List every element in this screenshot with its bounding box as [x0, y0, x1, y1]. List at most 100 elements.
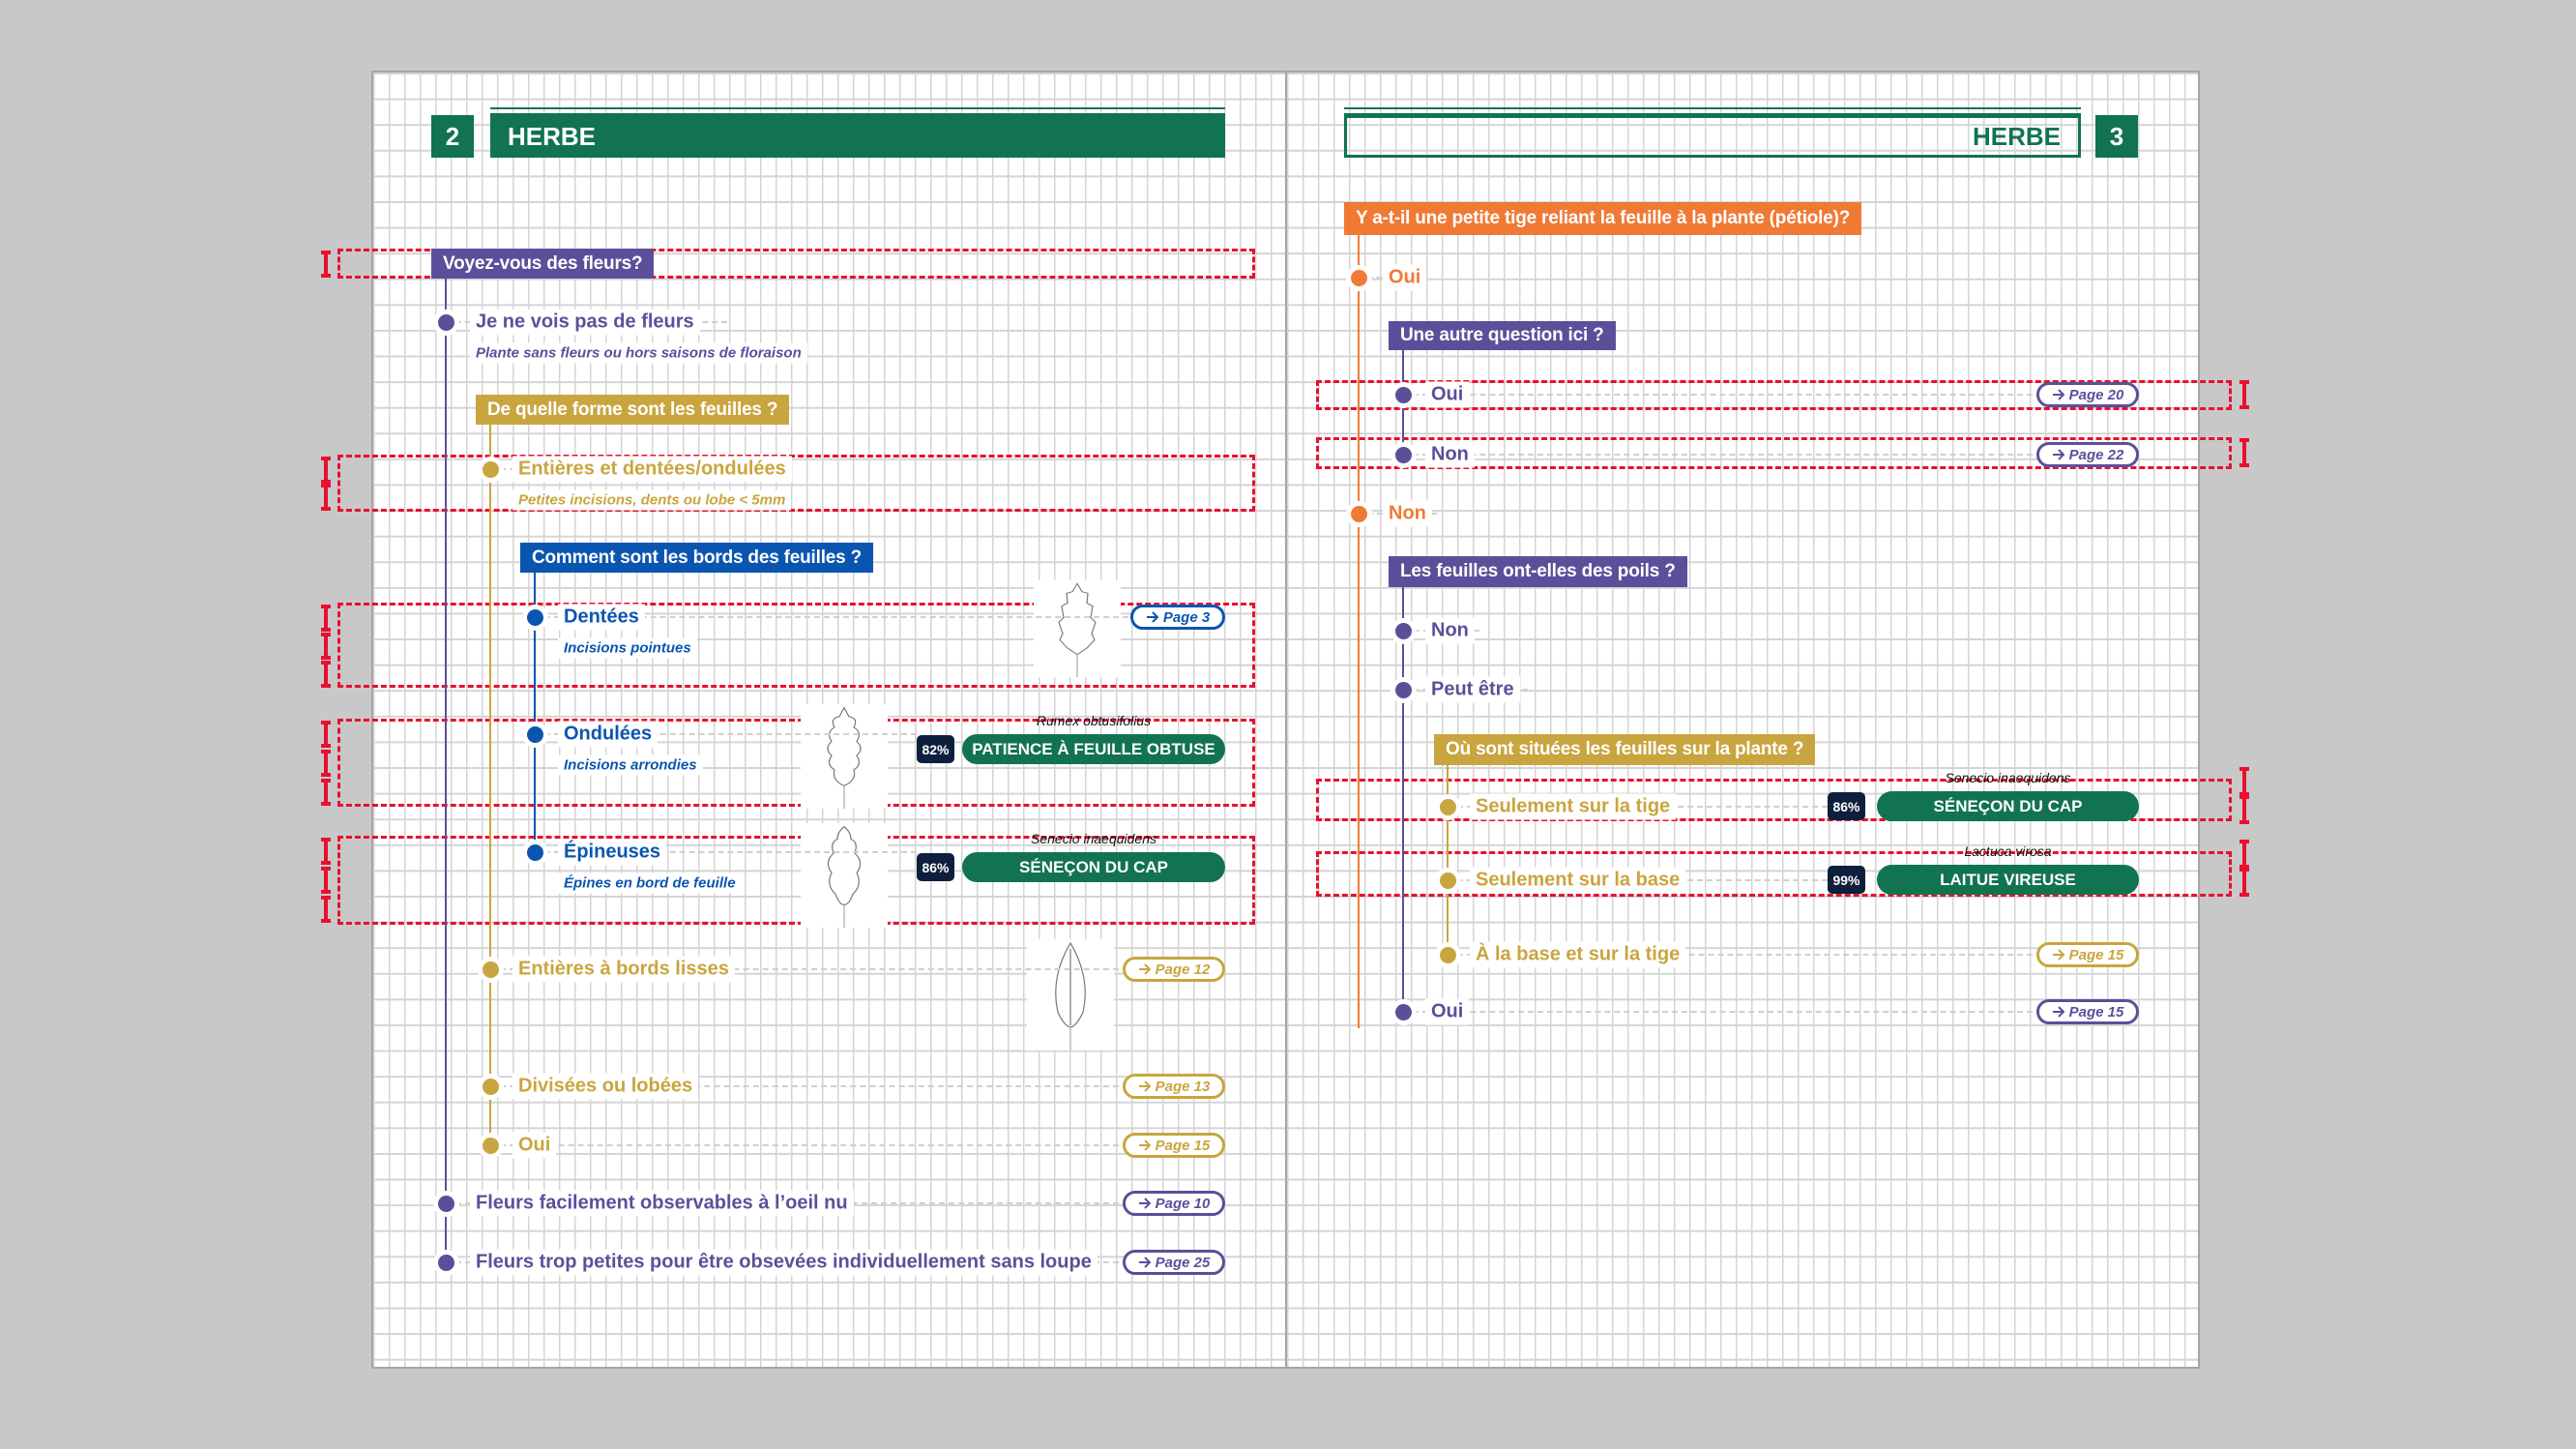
tree-connector-line	[445, 279, 447, 1262]
dashed-leader-line	[490, 1144, 1128, 1146]
confidence-badge: 99%	[1828, 866, 1865, 894]
option-label[interactable]: À la base et sur la tige	[1470, 941, 1686, 968]
option-label[interactable]: Entières à bords lisses	[512, 956, 735, 983]
question-label: De quelle forme sont les feuilles ?	[476, 395, 790, 425]
page-link-button[interactable]: Page 15	[2036, 942, 2139, 967]
arrow-right-icon	[1138, 1198, 1152, 1209]
arrow-right-icon	[1138, 963, 1152, 975]
option-bullet-icon	[527, 726, 543, 743]
page-link-label: Page 15	[2068, 1003, 2124, 1020]
option-bullet-icon	[1351, 270, 1367, 286]
option-bullet-icon	[483, 1138, 499, 1154]
header-rule	[1344, 107, 2081, 115]
leaf-illustration-icon	[801, 704, 888, 809]
option-label[interactable]: Non	[1425, 617, 1475, 644]
page-link-button[interactable]: Page 15	[2036, 999, 2139, 1024]
option-label[interactable]: Oui	[1383, 264, 1427, 291]
option-label[interactable]: Oui	[512, 1132, 557, 1159]
species-latin-name: Senecio inaequidens	[1031, 831, 1156, 846]
page-link-button[interactable]: Page 10	[1123, 1191, 1225, 1216]
option-label[interactable]: Non	[1425, 441, 1475, 468]
option-label[interactable]: Fleurs facilement observables à l’oeil n…	[470, 1190, 854, 1217]
selection-marker-icon	[2239, 795, 2249, 824]
option-bullet-icon	[1395, 682, 1412, 698]
selection-marker-icon	[2239, 868, 2249, 897]
option-bullet-icon	[438, 1196, 454, 1212]
dashed-leader-line	[1403, 394, 2042, 396]
arrow-right-icon	[2052, 949, 2065, 961]
question-label: Où sont situées les feuilles sur la plan…	[1434, 734, 1816, 765]
page-link-label: Page 3	[1162, 608, 1211, 626]
question-label: Les feuilles ont-elles des poils ?	[1389, 556, 1687, 587]
species-result-button[interactable]: SÉNEÇON DU CAP	[962, 852, 1225, 882]
page-link-label: Page 15	[2068, 946, 2124, 963]
option-bullet-icon	[527, 609, 543, 626]
option-bullet-icon	[527, 844, 543, 861]
tree-connector-line	[1402, 587, 1404, 1012]
question-label: Y a-t-il une petite tige reliant la feui…	[1344, 202, 1862, 235]
dashed-leader-line	[1403, 454, 2042, 456]
highlight-box	[337, 603, 1255, 688]
option-bullet-icon	[1440, 872, 1456, 889]
question-label: Comment sont les bords des feuilles ?	[520, 543, 874, 573]
question-label: Voyez-vous des fleurs?	[431, 249, 655, 279]
page-link-label: Page 10	[1155, 1195, 1211, 1212]
confidence-badge: 82%	[917, 735, 954, 763]
leaf-illustration-icon	[801, 823, 888, 928]
dashed-leader-line	[535, 616, 1128, 618]
highlight-box	[1316, 437, 2232, 469]
page-link-button[interactable]: Page 25	[1123, 1250, 1225, 1275]
selection-marker-icon	[321, 251, 331, 278]
page-link-label: Page 15	[1155, 1137, 1211, 1154]
option-label[interactable]: Je ne vois pas de fleurs	[470, 309, 700, 336]
arrow-right-icon	[2052, 449, 2065, 460]
highlight-box	[1316, 380, 2232, 410]
species-latin-name: Rumex obtusifolius	[1036, 713, 1152, 728]
page-link-button[interactable]: Page 20	[2036, 382, 2139, 407]
page-link-button[interactable]: Page 3	[1130, 605, 1225, 630]
tree-connector-line	[1447, 765, 1449, 955]
option-label[interactable]: Non	[1383, 500, 1432, 527]
page-link-label: Page 20	[2068, 386, 2124, 403]
species-result-button[interactable]: SÉNEÇON DU CAP	[1877, 791, 2139, 821]
dashed-leader-line	[535, 851, 917, 853]
option-label[interactable]: Divisées ou lobées	[512, 1073, 699, 1100]
option-hint: Épines en bord de feuille	[558, 872, 742, 894]
option-bullet-icon	[1395, 447, 1412, 463]
option-hint: Incisions pointues	[558, 637, 697, 659]
selection-marker-icon	[321, 457, 331, 484]
dashed-leader-line	[490, 1085, 1128, 1087]
section-title: HERBE	[490, 115, 1225, 158]
dashed-leader-line	[1403, 1011, 2042, 1013]
page-link-button[interactable]: Page 22	[2036, 442, 2139, 467]
page-link-label: Page 25	[1155, 1254, 1211, 1271]
highlight-box	[337, 836, 1255, 925]
option-label[interactable]: Seulement sur la tige	[1470, 793, 1677, 820]
option-hint: Petites incisions, dents ou lobe < 5mm	[512, 489, 792, 511]
highlight-box	[1316, 851, 2232, 897]
tree-connector-line	[489, 425, 491, 1145]
option-label[interactable]: Fleurs trop petites pour être obsevées i…	[470, 1249, 1098, 1276]
dashed-leader-line	[1448, 954, 2042, 956]
arrow-right-icon	[2052, 1006, 2065, 1018]
species-result-button[interactable]: PATIENCE À FEUILLE OBTUSE	[962, 734, 1225, 764]
species-result-button[interactable]: LAITUE VIREUSE	[1877, 865, 2139, 895]
option-label[interactable]: Épineuses	[558, 839, 667, 866]
option-label[interactable]: Dentées	[558, 604, 645, 631]
option-label[interactable]: Seulement sur la base	[1470, 867, 1686, 894]
selection-marker-icon	[2239, 380, 2249, 409]
page-link-button[interactable]: Page 13	[1123, 1074, 1225, 1099]
page-link-button[interactable]: Page 12	[1123, 957, 1225, 982]
option-hint: Incisions arrondies	[558, 754, 703, 776]
option-label[interactable]: Entières et dentées/ondulées	[512, 456, 792, 483]
option-label[interactable]: Ondulées	[558, 721, 659, 748]
arrow-right-icon	[2052, 389, 2065, 400]
option-label[interactable]: Oui	[1425, 998, 1470, 1025]
option-bullet-icon	[1440, 947, 1456, 963]
option-label[interactable]: Oui	[1425, 381, 1470, 408]
selection-marker-icon	[321, 867, 331, 894]
dashed-leader-line	[490, 968, 1128, 970]
page-link-button[interactable]: Page 15	[1123, 1133, 1225, 1158]
option-label[interactable]: Peut être	[1425, 676, 1520, 703]
option-bullet-icon	[483, 461, 499, 478]
